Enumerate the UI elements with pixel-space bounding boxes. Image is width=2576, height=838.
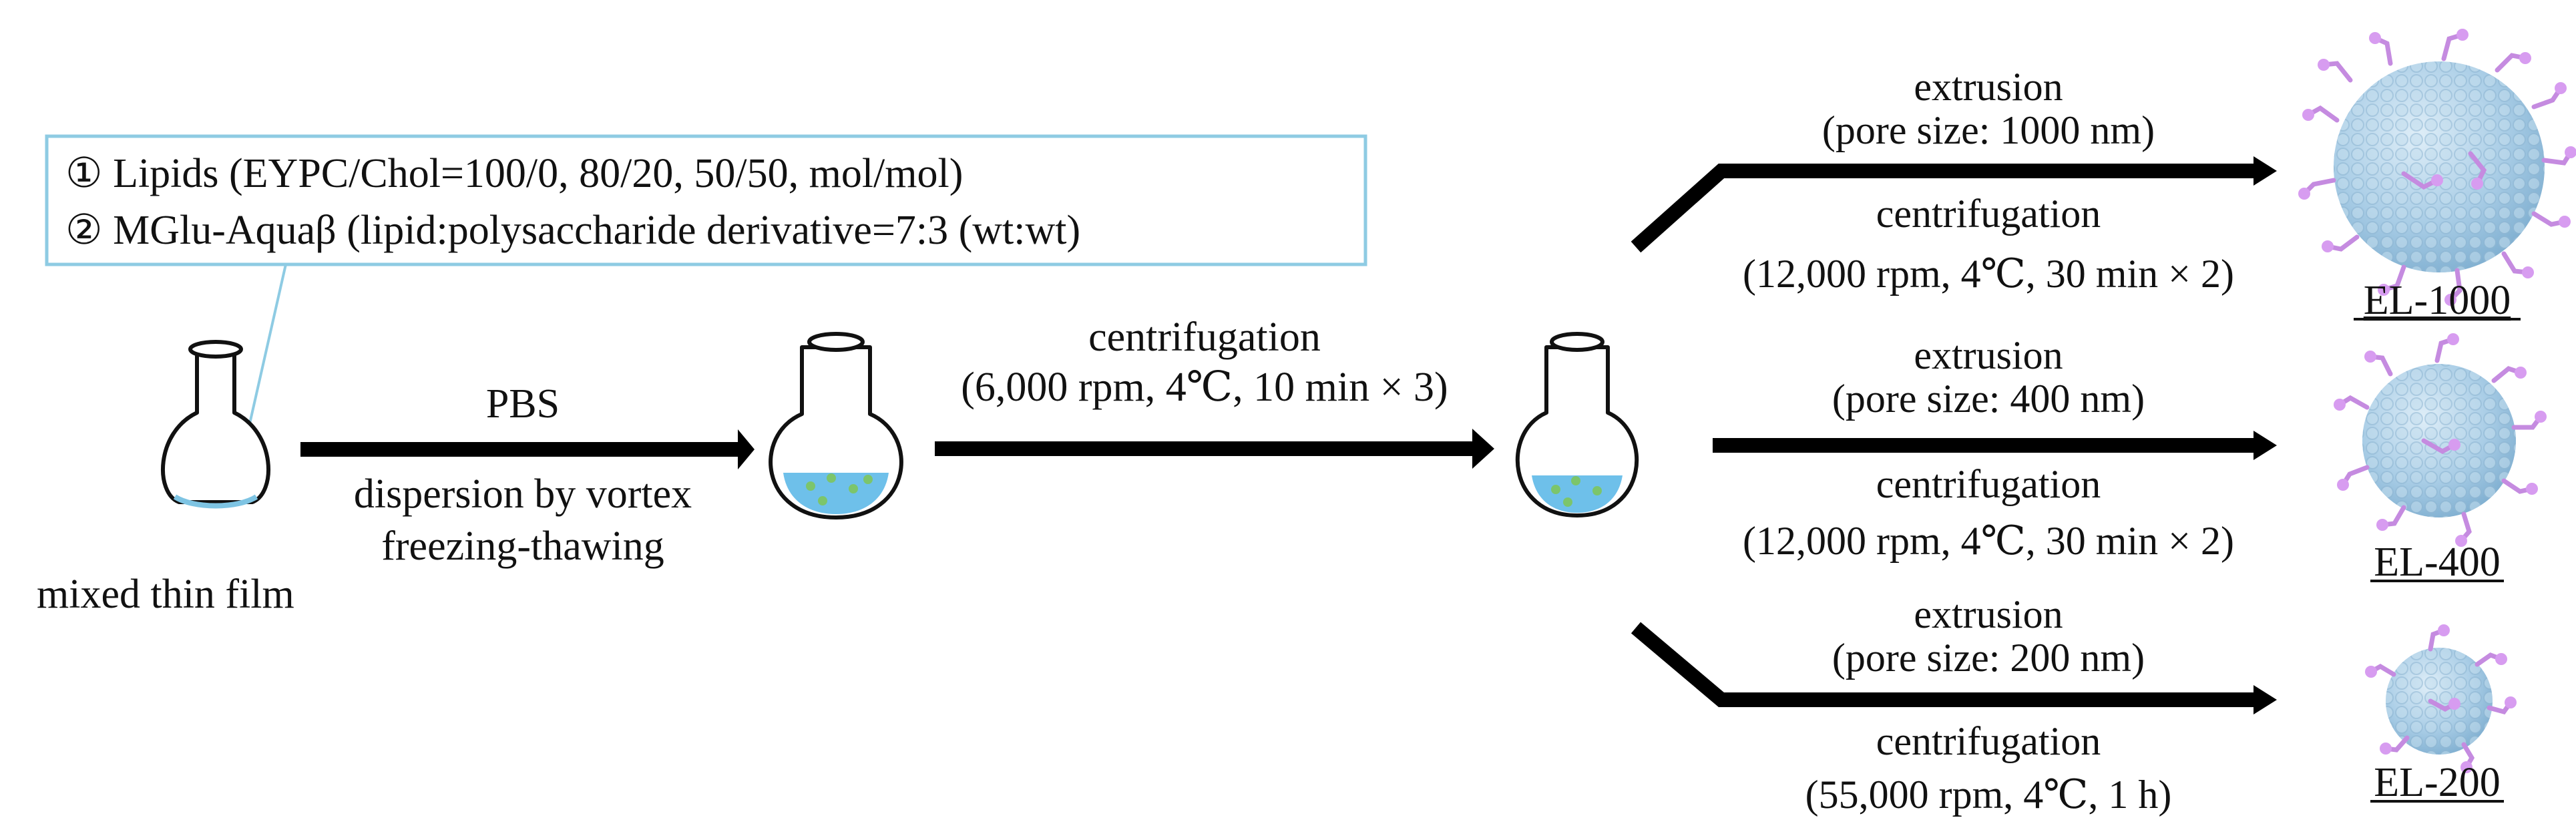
arrow-branch-top [1631,156,2277,253]
step-dispersion-label: dispersion by vortex [354,471,692,517]
branch-top-centrifugation: centrifugation [1876,192,2101,236]
branch-bottom-pore-size: (pore size: 200 nm) [1832,636,2145,680]
composition-legend-box: ① Lipids (EYPC/Chol=100/0, 80/20, 50/50,… [45,134,1367,495]
branch-mid-conditions: (12,000 rpm, 4℃, 30 min × 2) [1743,519,2234,563]
branch-bottom-centrifugation: centrifugation [1876,719,2101,763]
branch-bottom-extrusion: extrusion [1914,592,2063,636]
branch-mid-extrusion: extrusion [1914,333,2063,377]
arrow-branch-mid [1713,431,2277,460]
product-el-400-label: EL-400 [2374,540,2500,585]
flask-dispersion [769,332,903,519]
branch-bottom-conditions: (55,000 rpm, 4℃, 1 h) [1805,773,2172,817]
step-centrifugation-label: centrifugation [1088,315,1321,360]
flask-purified [1515,332,1639,517]
product-el-200-label: EL-200 [2374,760,2500,805]
liposome-el-200-image [2365,624,2517,773]
branch-top-conditions: (12,000 rpm, 4℃, 30 min × 2) [1743,252,2234,296]
liposome-el-400-image [2334,333,2547,547]
branch-top-pore-size: (pore size: 1000 nm) [1822,108,2155,152]
branch-mid-centrifugation: centrifugation [1876,462,2101,506]
step-centrifugation-conditions: (6,000 rpm, 4℃, 10 min × 3) [961,365,1448,410]
legend-line-mglu: ② MGlu-Aquaβ (lipid:polysaccharide deriv… [65,208,1080,253]
flask-thin-film [161,340,270,509]
arrow-dispersion [300,429,755,469]
branch-top-extrusion: extrusion [1914,65,2063,109]
branch-mid-pore-size: (pore size: 400 nm) [1832,377,2145,421]
legend-line-lipids: ① Lipids (EYPC/Chol=100/0, 80/20, 50/50,… [65,151,963,196]
step-freezing-label: freezing-thawing [381,523,664,569]
arrow-centrifugation [935,429,1494,469]
arrow-branch-bottom [1631,622,2277,714]
step-pbs-label: PBS [486,381,560,427]
flask-thin-film-label: mixed thin film [37,572,294,617]
liposome-el-1000-image [2298,29,2576,306]
product-el-1000-label: EL-1000 [2364,278,2511,323]
